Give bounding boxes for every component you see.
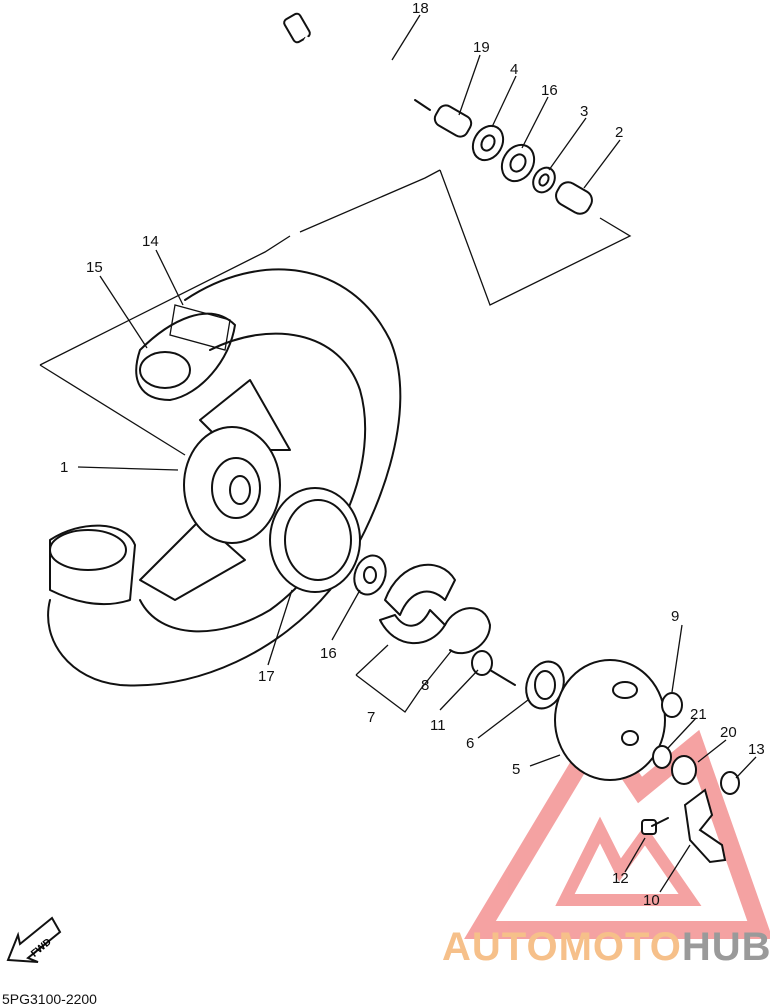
collar-part — [661, 692, 683, 718]
oil-seal-part — [532, 166, 556, 194]
spacer-part — [555, 181, 593, 215]
brake-panel-part — [554, 659, 666, 781]
callout-4: 4 — [510, 61, 518, 78]
callout-6: 6 — [466, 735, 474, 752]
nut-part — [671, 755, 697, 785]
callout-14: 14 — [142, 233, 159, 250]
callout-19: 19 — [473, 39, 490, 56]
callout-20: 20 — [720, 724, 737, 741]
axle-part — [283, 12, 431, 111]
callout-12: 12 — [612, 870, 629, 887]
callout-16: 16 — [541, 82, 558, 99]
brake-drum-part — [269, 487, 361, 593]
watermark-part1: AUTOMOTO — [442, 925, 682, 969]
callout-10: 10 — [643, 892, 660, 909]
callout-5: 5 — [512, 761, 520, 778]
part-code: 5PG3100-2200 — [2, 991, 97, 1007]
callout-15: 15 — [86, 259, 103, 276]
brake-lever-part — [683, 788, 727, 864]
bearing-part — [353, 554, 387, 596]
bearing-part — [471, 124, 505, 162]
spring-part — [444, 607, 491, 655]
collar-part — [433, 104, 473, 138]
assembly-outline — [39, 169, 632, 456]
svg-text:AUTOMOTOHUB: AUTOMOTOHUB — [442, 925, 770, 969]
cam-shaft-part — [471, 650, 516, 686]
fwd-arrow-icon: FWD — [6, 916, 62, 963]
wheel-hub-part — [139, 379, 291, 601]
tube-part — [135, 304, 236, 401]
bolt-part — [641, 817, 669, 835]
leader-lines — [77, 14, 757, 893]
callout-7: 7 — [367, 709, 375, 726]
bearing-part — [500, 143, 536, 183]
watermark-part2: HUB — [682, 925, 770, 969]
callout-9: 9 — [671, 608, 679, 625]
washer-part — [652, 745, 672, 769]
callout-2: 2 — [615, 124, 623, 141]
nut-part — [720, 771, 740, 795]
callout-1: 1 — [60, 459, 68, 476]
callout-3: 3 — [580, 103, 588, 120]
callout-8: 8 — [421, 677, 429, 694]
callout-18: 18 — [412, 0, 429, 17]
callout-21: 21 — [690, 706, 707, 723]
callout-13: 13 — [748, 741, 765, 758]
callout-17: 17 — [258, 668, 275, 685]
brake-shoe-part — [379, 563, 456, 645]
watermark: AUTOMOTOHUB — [442, 925, 770, 969]
callout-11: 11 — [430, 717, 446, 734]
callout-labels: 18 19 4 16 3 2 14 15 1 16 17 8 7 11 6 9 … — [60, 0, 765, 909]
callout-16-lower: 16 — [320, 645, 337, 662]
